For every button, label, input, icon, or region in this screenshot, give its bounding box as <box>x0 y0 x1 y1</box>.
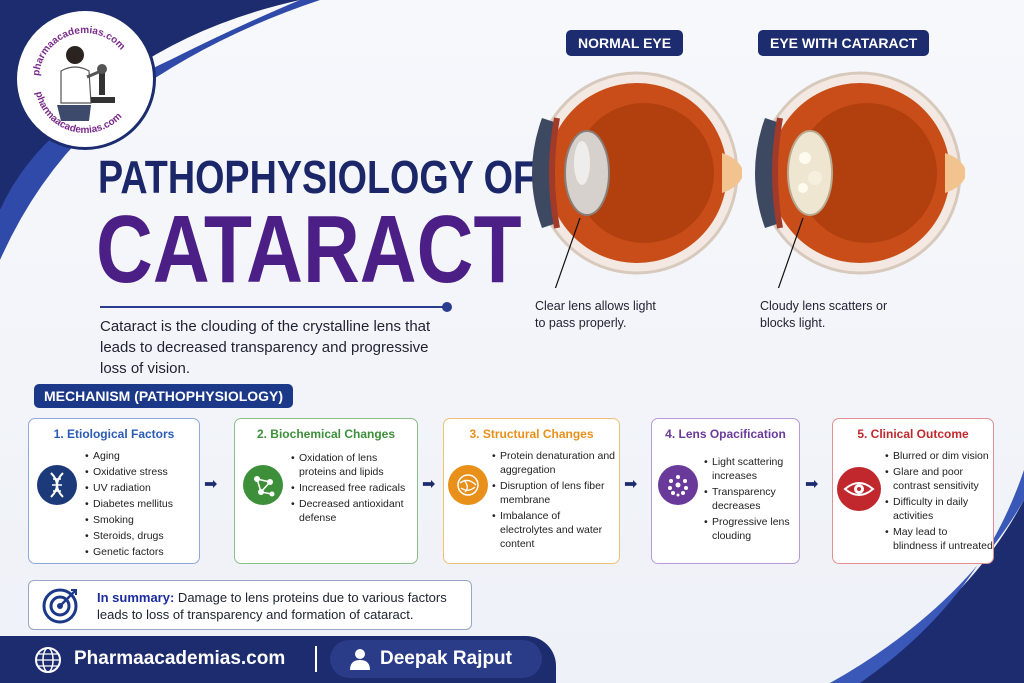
list-item: Oxidative stress <box>85 465 197 479</box>
footer-bar: Pharmaacademias.com Deepak Rajput <box>0 636 556 683</box>
list-item: Disruption of lens fiber membrane <box>492 479 616 507</box>
list-item: May lead to blindness if untreated <box>885 525 993 553</box>
target-icon <box>42 588 78 624</box>
card-title: 4. Lens Opacification <box>665 427 786 441</box>
user-icon <box>350 649 370 670</box>
mechanism-card-4: 4. Lens Opacification Light scattering i… <box>651 418 800 564</box>
card-title: 1. Etiological Factors <box>53 427 175 441</box>
footer-author-pill: Deepak Rajput <box>330 640 542 678</box>
mechanism-card-2: 2. Biochemical Changes Oxidation of lens… <box>234 418 418 564</box>
normal-eye-label: NORMAL EYE <box>566 30 684 56</box>
mechanism-card-5: 5. Clinical Outcome Blurred or dim visio… <box>832 418 994 564</box>
title-divider <box>100 306 446 308</box>
cataract-eye-caption: Cloudy lens scatters or blocks light. <box>760 299 888 330</box>
card-title: 3. Structural Changes <box>469 427 594 441</box>
list-item: Oxidation of lens proteins and lipids <box>291 451 413 479</box>
flow-arrow-icon: ➡ <box>624 476 638 493</box>
dna-icon <box>37 465 77 505</box>
list-item: Glare and poor contrast sensitivity <box>885 465 993 493</box>
list-item: UV radiation <box>85 481 197 495</box>
cataract-eye-label: EYE WITH CATARACT <box>758 30 930 56</box>
list-item: Progressive lens clouding <box>704 515 798 543</box>
footer-website-link[interactable]: Pharmaacademias.com <box>74 648 286 669</box>
summary-body: Damage to lens proteins due to various f… <box>97 590 447 622</box>
eye-icon <box>837 467 881 511</box>
list-item: Decreased antioxidant defense <box>291 497 413 525</box>
list-item: Smoking <box>85 513 197 527</box>
list-item: Diabetes mellitus <box>85 497 197 511</box>
brand-logo: pharmaacademias.com pharmaacademias.com <box>14 8 156 150</box>
card-list: Blurred or dim vision Glare and poor con… <box>885 449 993 555</box>
mechanism-card-1: 1. Etiological Factors Aging Oxidative s… <box>28 418 200 564</box>
title-line-2: CATARACT <box>96 196 522 303</box>
list-item: Imbalance of electrolytes and water cont… <box>492 509 616 551</box>
mechanism-card-3: 3. Structural Changes Protein denaturati… <box>443 418 620 564</box>
card-title: 2. Biochemical Changes <box>256 427 396 441</box>
card-list: Light scattering increases Transparency … <box>704 455 798 545</box>
list-item: Transparency decreases <box>704 485 798 513</box>
summary-lead: In summary: <box>97 590 175 605</box>
card-title: 5. Clinical Outcome <box>857 427 969 441</box>
flow-arrow-icon: ➡ <box>422 476 436 493</box>
list-item: Steroids, drugs <box>85 529 197 543</box>
fiber-icon <box>448 465 488 505</box>
list-item: Difficulty in daily activities <box>885 495 993 523</box>
globe-icon <box>35 647 61 673</box>
card-list: Aging Oxidative stress UV radiation Diab… <box>85 449 197 561</box>
cataract-eye-illustration <box>755 71 965 288</box>
flow-arrow-icon: ➡ <box>204 476 218 493</box>
summary-box: In summary: Damage to lens proteins due … <box>28 580 472 630</box>
normal-eye-caption: Clear lens allows light to pass properly… <box>535 299 656 330</box>
list-item: Blurred or dim vision <box>885 449 993 463</box>
opacity-dots-icon <box>658 465 698 505</box>
intro-text: Cataract is the clouding of the crystall… <box>100 318 431 377</box>
card-list: Oxidation of lens proteins and lipids In… <box>291 451 413 527</box>
title-divider-dot <box>442 302 452 312</box>
list-item: Light scattering increases <box>704 455 798 483</box>
footer-divider <box>315 646 317 672</box>
list-item: Increased free radicals <box>291 481 413 495</box>
normal-eye-illustration <box>532 71 742 288</box>
mechanism-title: MECHANISM (PATHOPHYSIOLOGY) <box>34 384 294 408</box>
list-item: Genetic factors <box>85 545 197 559</box>
list-item: Protein denaturation and aggregation <box>492 449 616 477</box>
footer-author-name: Deepak Rajput <box>380 648 512 669</box>
title-line-1: PATHOPHYSIOLOGY OF <box>98 151 537 203</box>
scientist-microscope-icon: pharmaacademias.com pharmaacademias.com <box>31 25 127 136</box>
molecule-icon <box>243 465 283 505</box>
summary-text: In summary: Damage to lens proteins due … <box>97 589 467 623</box>
card-list: Protein denaturation and aggregation Dis… <box>492 449 616 553</box>
list-item: Aging <box>85 449 197 463</box>
flow-arrow-icon: ➡ <box>805 476 819 493</box>
